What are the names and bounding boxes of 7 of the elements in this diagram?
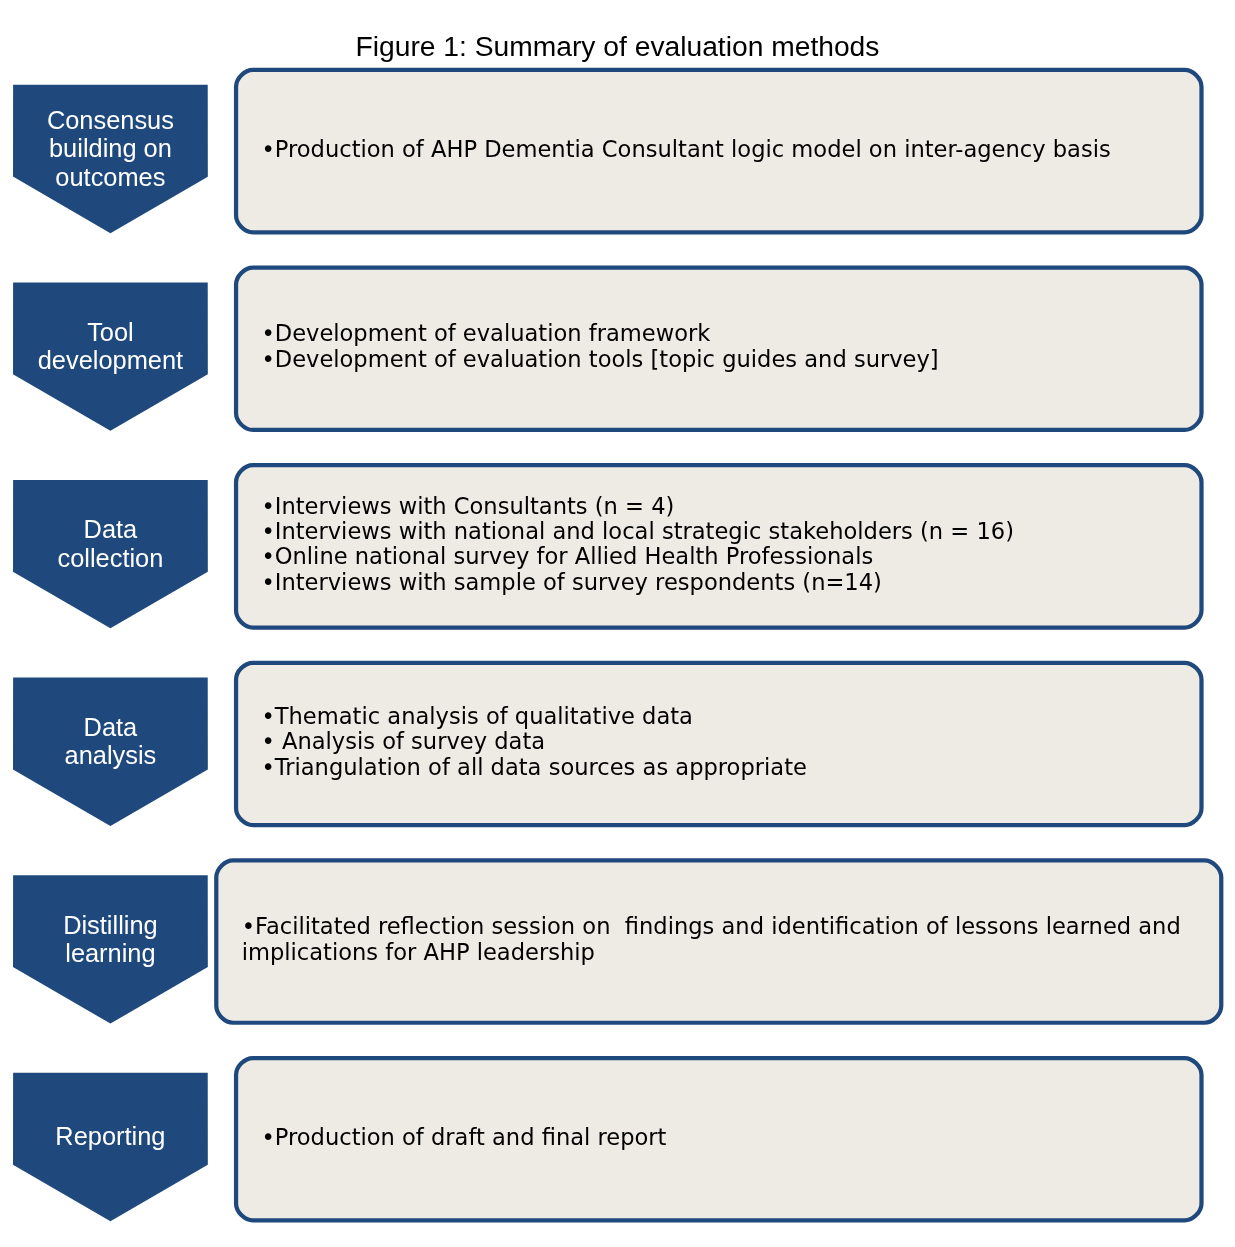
diagram-title: Figure 1: Summary of evaluation methods	[355, 29, 880, 62]
node-box: •Interviews with Consultants (n = 4) •Interviews with national and local strategic stakeholders (n = 16) •Online national survey for Allied Health Professionals •Interviews with sample of survey respondents (n=14)	[233, 462, 1204, 630]
node-box: •Production of AHP Dementia Consultant logic model on inter-agency basis	[233, 67, 1204, 234]
node-box: •Development of evaluation framework •Development of evaluation tools [topic guides and survey]	[233, 265, 1204, 432]
node-box: •Facilitated reflection session on findings and identification of lessons learned and implications for AHP leadership	[214, 857, 1224, 1025]
node-box: •Thematic analysis of qualitative data • Analysis of survey data •Triangulation of all data sources as appropriate	[233, 660, 1204, 827]
node-box: •Production of draft and final report	[233, 1055, 1204, 1222]
